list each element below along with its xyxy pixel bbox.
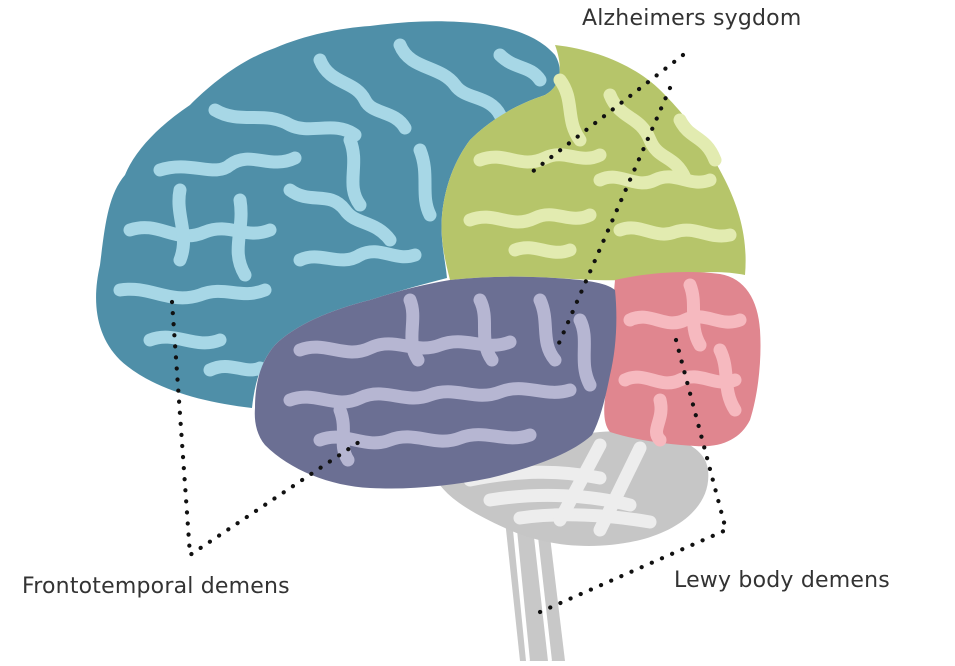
label-alzheimers: Alzheimers sygdom [582,6,801,31]
label-frontotemporal: Frontotemporal demens [22,574,290,599]
label-lewy-body: Lewy body demens [674,568,890,593]
occipital-lobe [604,272,760,446]
